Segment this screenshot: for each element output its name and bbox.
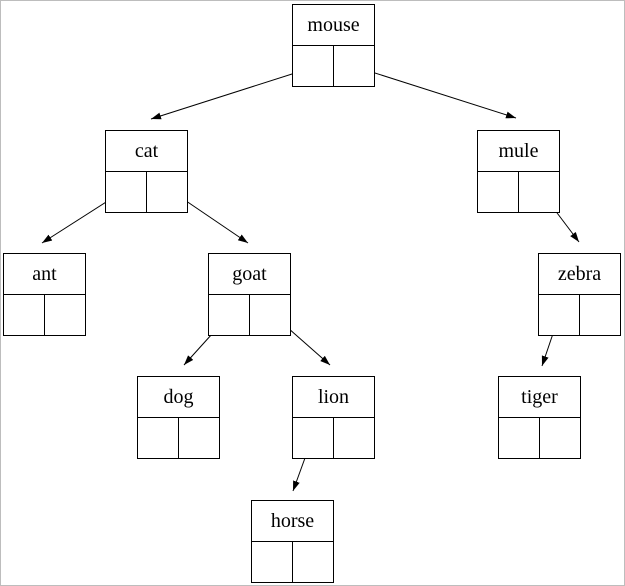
left-pointer-cell: [106, 172, 146, 212]
pointer-cells: [499, 418, 580, 458]
tree-node-ant: ant: [3, 253, 86, 336]
node-label: ant: [4, 254, 85, 295]
left-pointer-cell: [4, 295, 44, 335]
left-pointer-cell: [499, 418, 539, 458]
right-pointer-cell: [292, 542, 333, 582]
pointer-cells: [252, 542, 333, 582]
pointer-cells: [293, 46, 374, 86]
tree-node-horse: horse: [251, 500, 334, 583]
left-pointer-cell: [209, 295, 249, 335]
left-pointer-cell: [539, 295, 579, 335]
pointer-cells: [539, 295, 620, 335]
node-label: lion: [293, 377, 374, 418]
right-pointer-cell: [579, 295, 620, 335]
tree-node-tiger: tiger: [498, 376, 581, 459]
pointer-cells: [106, 172, 187, 212]
right-pointer-cell: [146, 172, 187, 212]
node-label: horse: [252, 501, 333, 542]
right-pointer-cell: [518, 172, 559, 212]
node-label: dog: [138, 377, 219, 418]
node-label: tiger: [499, 377, 580, 418]
pointer-cells: [4, 295, 85, 335]
right-pointer-cell: [249, 295, 290, 335]
right-pointer-cell: [44, 295, 85, 335]
tree-node-dog: dog: [137, 376, 220, 459]
pointer-cells: [209, 295, 290, 335]
right-pointer-cell: [333, 418, 374, 458]
tree-node-mule: mule: [477, 130, 560, 213]
left-pointer-cell: [252, 542, 292, 582]
tree-node-lion: lion: [292, 376, 375, 459]
left-pointer-cell: [138, 418, 178, 458]
pointer-cells: [293, 418, 374, 458]
node-label: goat: [209, 254, 290, 295]
tree-node-mouse: mouse: [292, 4, 375, 87]
tree-node-goat: goat: [208, 253, 291, 336]
node-label: zebra: [539, 254, 620, 295]
node-label: mule: [478, 131, 559, 172]
left-pointer-cell: [293, 46, 333, 86]
tree-node-zebra: zebra: [538, 253, 621, 336]
right-pointer-cell: [178, 418, 219, 458]
edge-mouse-left-cat: [150, 66, 315, 120]
right-pointer-cell: [333, 46, 374, 86]
node-label: mouse: [293, 5, 374, 46]
left-pointer-cell: [293, 418, 333, 458]
pointer-cells: [138, 418, 219, 458]
pointer-cells: [478, 172, 559, 212]
edge-mouse-right-mule: [352, 65, 517, 119]
node-label: cat: [106, 131, 187, 172]
right-pointer-cell: [539, 418, 580, 458]
left-pointer-cell: [478, 172, 518, 212]
tree-node-cat: cat: [105, 130, 188, 213]
